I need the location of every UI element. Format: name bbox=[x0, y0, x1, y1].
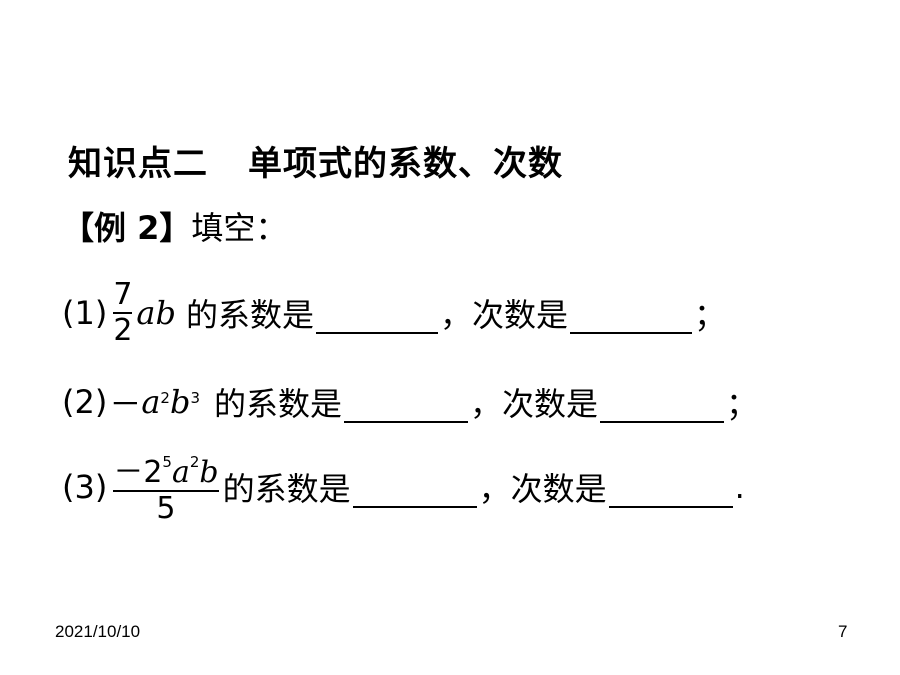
example-tag: 【例 2】 bbox=[62, 209, 192, 247]
page-number: 7 bbox=[838, 622, 848, 641]
question-number: (3) bbox=[62, 468, 108, 506]
exponent-a: 2 bbox=[189, 452, 200, 471]
fraction-bar bbox=[113, 312, 133, 314]
degree-blank[interactable] bbox=[608, 478, 733, 508]
coefficient-blank[interactable] bbox=[344, 393, 469, 423]
fraction: －25a2b 5 bbox=[113, 449, 219, 526]
variable-b: b bbox=[199, 454, 219, 490]
variable-a: a bbox=[141, 383, 161, 421]
degree-blank[interactable] bbox=[570, 304, 693, 334]
fraction-denominator: 2 bbox=[113, 313, 133, 348]
question-number: (1) bbox=[62, 294, 108, 332]
fraction-numerator: －25a2b bbox=[113, 449, 218, 490]
example-instruction: 填空： bbox=[191, 209, 288, 247]
variable-a: a bbox=[171, 454, 190, 490]
coefficient-blank[interactable] bbox=[352, 478, 477, 508]
section-topic: 单项式的系数、次数 bbox=[248, 144, 563, 184]
fraction-numerator: 7 bbox=[113, 277, 133, 312]
coefficient-label: 的系数是 bbox=[185, 296, 314, 334]
separator: ， bbox=[478, 470, 511, 508]
separator: ， bbox=[470, 385, 503, 423]
fraction: 7 2 bbox=[113, 277, 133, 348]
base: 2 bbox=[143, 454, 163, 490]
question-1: (1) 7 2 ab 的系数是 ， 次数是 ； bbox=[62, 278, 726, 348]
end-punct: . bbox=[734, 468, 745, 506]
coefficient-blank[interactable] bbox=[316, 304, 438, 334]
monomial-variables: ab bbox=[136, 294, 176, 332]
coefficient-label: 的系数是 bbox=[222, 470, 351, 508]
exponent-base: 5 bbox=[162, 452, 172, 471]
section-title: 知识点二单项式的系数、次数 bbox=[68, 136, 563, 185]
degree-label: 次数是 bbox=[510, 470, 607, 508]
footer-date: 2021/10/10 bbox=[55, 622, 141, 641]
question-number: (2) bbox=[62, 383, 108, 421]
degree-blank[interactable] bbox=[600, 393, 725, 423]
minus-sign: － bbox=[113, 454, 144, 490]
variable-b: b bbox=[169, 383, 191, 421]
minus-sign: － bbox=[109, 385, 142, 423]
degree-label: 次数是 bbox=[502, 385, 599, 423]
end-punct: ； bbox=[726, 385, 759, 423]
degree-label: 次数是 bbox=[472, 296, 569, 334]
fraction-denominator: 5 bbox=[156, 490, 176, 526]
fraction-bar bbox=[113, 489, 219, 492]
separator: ， bbox=[440, 296, 473, 334]
end-punct: ； bbox=[694, 296, 727, 334]
exponent-b: 3 bbox=[190, 389, 200, 407]
exponent-a: 2 bbox=[160, 389, 170, 407]
question-3: (3) －25a2b 5 的系数是 ， 次数是 . bbox=[62, 452, 745, 526]
section-label: 知识点二 bbox=[68, 144, 208, 184]
coefficient-label: 的系数是 bbox=[214, 385, 343, 423]
example-heading: 【例 2】填空： bbox=[62, 203, 287, 249]
